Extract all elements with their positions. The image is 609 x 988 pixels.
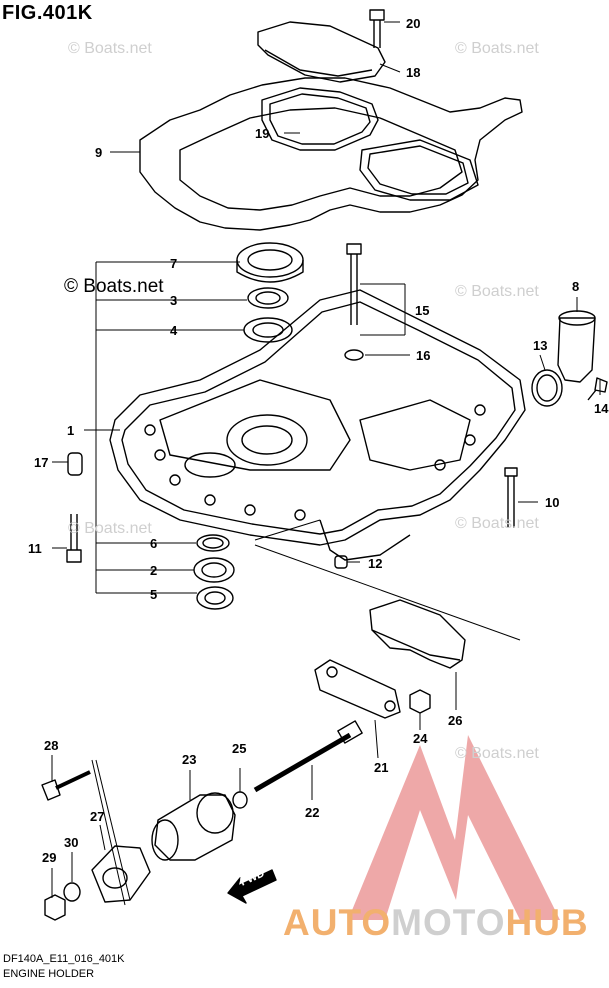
seal-7 — [236, 242, 304, 278]
callout-19: 19 — [255, 126, 270, 141]
brand-text: AUTOMOTOHUB — [283, 902, 589, 944]
watermark: © Boats.net — [455, 745, 539, 762]
callout-21: 21 — [374, 760, 389, 775]
callout-3: 3 — [170, 293, 178, 308]
nut-24 — [409, 689, 431, 714]
figure-title: FIG.401K — [2, 2, 93, 24]
cover-18 — [257, 21, 386, 83]
gasket-9 — [139, 77, 523, 231]
washer-16 — [344, 349, 364, 361]
callout-23: 23 — [182, 752, 197, 767]
watermark: © Boats.net — [68, 40, 152, 57]
washer-25 — [232, 791, 248, 809]
callout-15: 15 — [415, 303, 430, 318]
bolt-11 — [66, 549, 82, 563]
callout-7: 7 — [170, 256, 178, 271]
engine-holder-1 — [109, 289, 526, 546]
callout-24: 24 — [413, 731, 428, 746]
copyright-notice: © Boats.net — [64, 276, 164, 297]
watermark: © Boats.net — [455, 40, 539, 57]
brand-part-1: AUTO — [283, 902, 392, 943]
callout-26: 26 — [448, 713, 463, 728]
callout-22: 22 — [305, 805, 320, 820]
pipe-8 — [557, 317, 596, 383]
brand-part-2: MOTO — [391, 902, 506, 943]
callout-10: 10 — [545, 495, 560, 510]
fwd-arrow — [227, 869, 277, 904]
callout-5: 5 — [150, 587, 158, 602]
plate-21 — [314, 659, 401, 719]
seal-6 — [196, 534, 230, 552]
callout-1: 1 — [67, 423, 75, 438]
bolt-15 — [346, 243, 362, 255]
callout-9: 9 — [95, 145, 103, 160]
callout-8: 8 — [572, 279, 580, 294]
callout-29: 29 — [42, 850, 57, 865]
brand-part-3: HUB — [505, 902, 589, 943]
diagram-name: ENGINE HOLDER — [3, 968, 95, 980]
mount-26 — [369, 599, 466, 669]
dowel-17 — [67, 452, 83, 476]
callout-28: 28 — [44, 738, 59, 753]
seal-3 — [247, 287, 289, 309]
callout-30: 30 — [64, 835, 79, 850]
callout-20: 20 — [406, 16, 421, 31]
bolt-14 — [594, 377, 608, 393]
o-ring-13 — [531, 369, 563, 407]
bolt-10 — [504, 467, 518, 477]
shaft-22 — [253, 732, 352, 793]
bolt-28 — [41, 779, 61, 801]
callout-4: 4 — [170, 323, 178, 338]
diagram-code: DF140A_E11_016_401K — [3, 953, 125, 965]
watermark: © Boats.net — [455, 515, 539, 532]
nut-29 — [44, 894, 66, 921]
seal-5 — [196, 586, 234, 610]
bearing-2 — [193, 557, 235, 583]
bush-23 — [154, 794, 236, 861]
gasket-19 — [261, 87, 379, 151]
callout-18: 18 — [406, 65, 421, 80]
callout-17: 17 — [34, 455, 49, 470]
washer-30 — [63, 882, 81, 902]
callout-14: 14 — [594, 401, 609, 416]
callout-6: 6 — [150, 536, 158, 551]
callout-12: 12 — [368, 556, 383, 571]
callout-2: 2 — [150, 563, 158, 578]
callout-13: 13 — [533, 338, 548, 353]
bolt-20 — [369, 9, 385, 21]
callout-11: 11 — [28, 541, 42, 556]
bracket-27 — [91, 845, 151, 903]
callout-25: 25 — [232, 741, 247, 756]
automotohub-logo — [348, 735, 560, 920]
callout-27: 27 — [90, 809, 105, 824]
watermark: © Boats.net — [455, 283, 539, 300]
callout-16: 16 — [416, 348, 431, 363]
watermark: © Boats.net — [68, 520, 152, 537]
